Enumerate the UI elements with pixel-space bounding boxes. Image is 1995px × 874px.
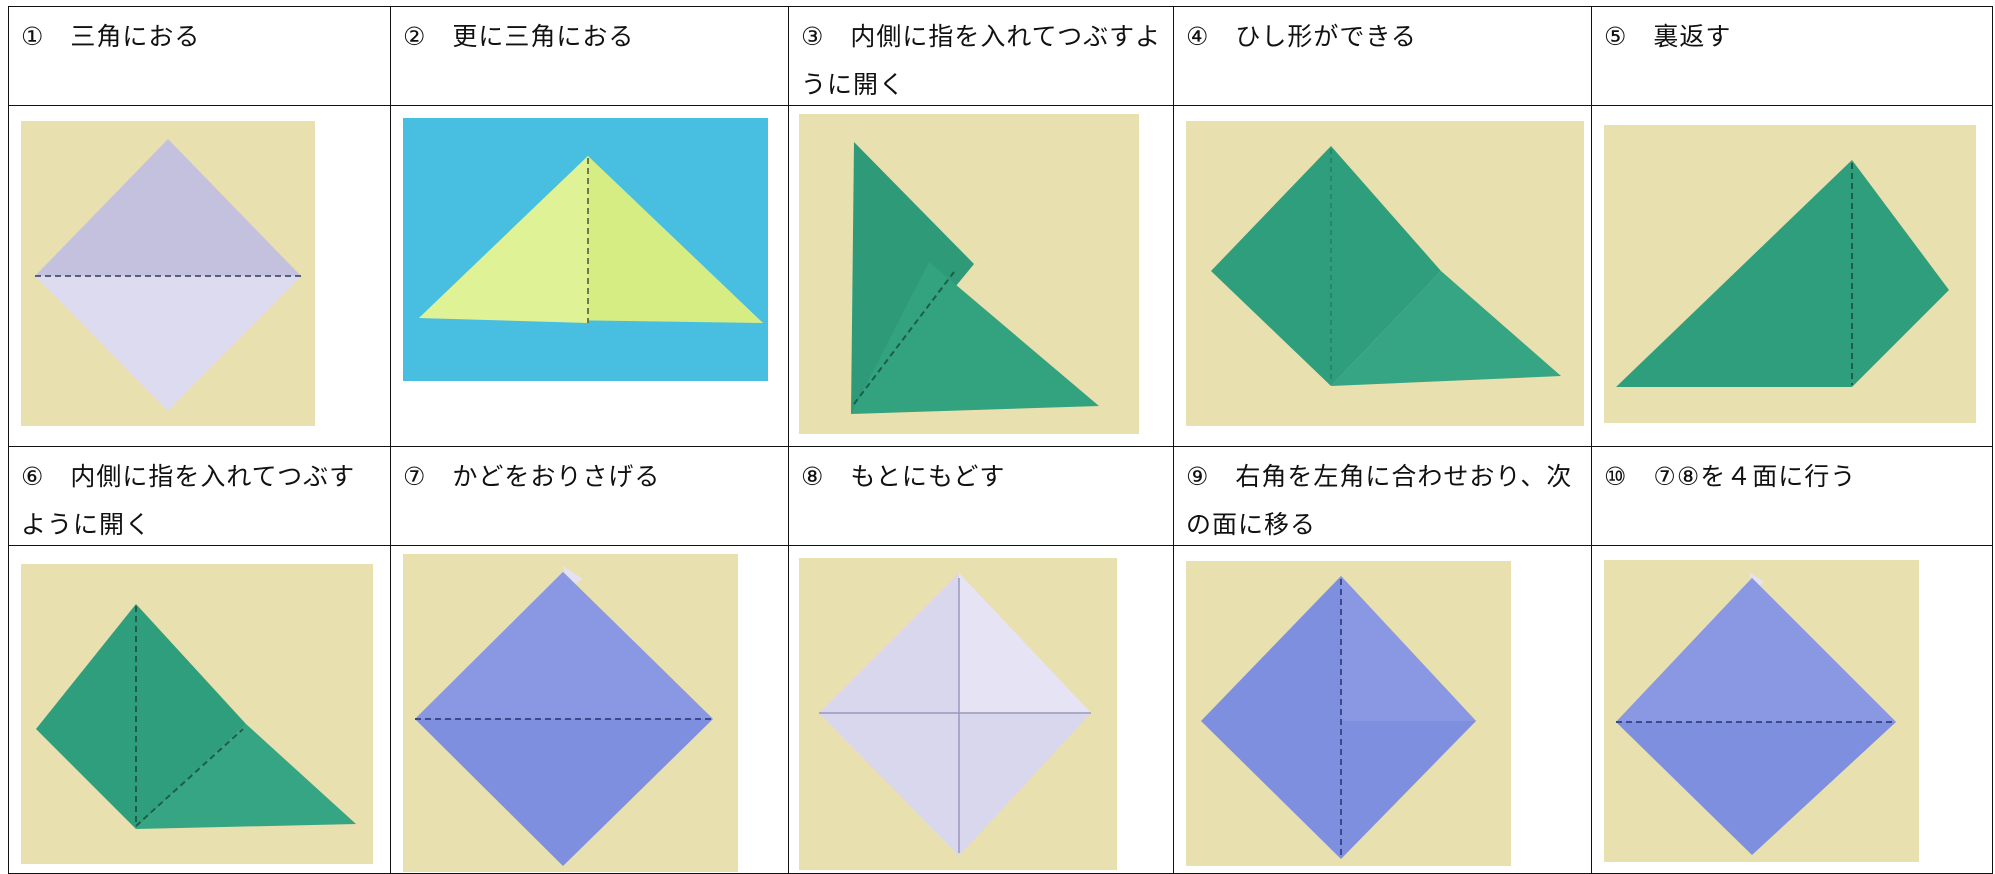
origami-step-photo	[403, 118, 768, 381]
step-label: ⑥ 内側に指を入れてつぶすように開く	[21, 462, 356, 539]
step-label: ④ ひし形ができる	[1186, 22, 1417, 51]
origami-step-photo	[1186, 121, 1584, 426]
step-cell-5: ⑤ 裏返す	[1591, 6, 1993, 106]
step-cell-3: ③ 内側に指を入れてつぶすように開く	[788, 6, 1174, 106]
origami-instructions-table: ① 三角におる ② 更に三角におる ③ 内側に指を入れてつぶすように開く ④ ひ…	[8, 6, 1993, 874]
step-label: ③ 内側に指を入れてつぶすように開く	[801, 22, 1162, 99]
step-label: ① 三角におる	[21, 22, 201, 51]
step-cell-2: ② 更に三角におる	[390, 6, 789, 106]
origami-step-photo	[1186, 561, 1511, 866]
step-cell-4: ④ ひし形ができる	[1173, 6, 1592, 106]
step-cell-7: ⑦ かどをおりさげる	[390, 446, 789, 546]
origami-step-photo	[1604, 560, 1919, 862]
origami-step-photo	[21, 564, 373, 864]
step-cell-6: ⑥ 内側に指を入れてつぶすように開く	[8, 446, 391, 546]
step-cell-9: ⑨ 右角を左角に合わせおり、次の面に移る	[1173, 446, 1592, 546]
step-label: ② 更に三角におる	[403, 22, 635, 51]
step-label: ⑨ 右角を左角に合わせおり、次の面に移る	[1186, 462, 1573, 539]
caption-row-2: ⑥ 内側に指を入れてつぶすように開く ⑦ かどをおりさげる ⑧ もとにもどす ⑨…	[8, 446, 1993, 546]
step-cell-1: ① 三角におる	[8, 6, 391, 106]
caption-row-1: ① 三角におる ② 更に三角におる ③ 内側に指を入れてつぶすように開く ④ ひ…	[8, 6, 1993, 106]
origami-step-photo	[403, 554, 738, 872]
origami-step-photo	[799, 558, 1117, 870]
step-label: ⑧ もとにもどす	[801, 462, 1006, 491]
step-label: ⑩ ⑦⑧を４面に行う	[1604, 462, 1857, 491]
photo-row-1	[8, 105, 1993, 447]
origami-step-photo	[1604, 125, 1976, 423]
step-cell-8: ⑧ もとにもどす	[788, 446, 1174, 546]
step-label: ⑦ かどをおりさげる	[403, 462, 661, 491]
origami-step-photo	[21, 121, 315, 426]
photo-row-2	[8, 545, 1993, 874]
step-cell-10: ⑩ ⑦⑧を４面に行う	[1591, 446, 1993, 546]
origami-step-photo	[799, 114, 1139, 434]
step-label: ⑤ 裏返す	[1604, 22, 1732, 51]
